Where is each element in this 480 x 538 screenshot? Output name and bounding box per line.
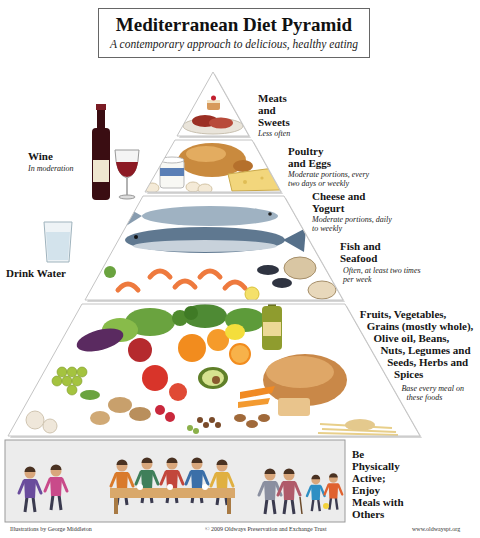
label-slot: In moderation <box>28 164 74 173</box>
text-slot: Meats and Sweets <box>258 92 302 128</box>
text-slot: Cheese and Yogurt <box>312 190 368 214</box>
serving-note: Base every meal on these foods <box>345 384 476 402</box>
label-slot: Wine <box>28 150 53 162</box>
text-slot: Fish and Seafood <box>340 240 386 264</box>
tier-shape <box>8 304 420 436</box>
text-slot: Poultry and Eggs <box>288 145 338 169</box>
tier-shape <box>177 72 249 136</box>
label-slot: www.oldwayspt.org <box>412 526 460 533</box>
title-box: Mediterranean Diet PyramidA contemporary… <box>98 8 370 58</box>
tier-heading: Fish and Seafood <box>340 240 386 264</box>
serving-note: Often, at least two times per week <box>343 266 425 284</box>
side-label: Wine <box>28 150 53 162</box>
pyramid-tier: Fish and SeafoodOften, at least two time… <box>83 194 478 302</box>
activity-band: Be Physically Active; Enjoy Meals with O… <box>3 438 478 528</box>
url-text: www.oldwayspt.org <box>412 526 460 533</box>
text-column: Fruits, Vegetables, Grains (mostly whole… <box>345 308 476 468</box>
band-shape <box>5 440 345 522</box>
side-note: In moderation <box>28 164 74 173</box>
pyramid-tier: Meats and SweetsLess often <box>168 70 313 144</box>
pyramid-tier: Poultry and EggsModerate portions, every… <box>140 138 478 238</box>
tier-heading: Meats and Sweets <box>258 92 302 128</box>
tier-heading: Poultry and Eggs <box>288 145 338 169</box>
tier-outline <box>83 194 478 302</box>
text-slot: Be Physically Active; Enjoy Meals with O… <box>352 448 409 520</box>
text-slot: Moderate portions, every two days or wee… <box>288 170 376 188</box>
band-text: Be Physically Active; Enjoy Meals with O… <box>352 448 409 520</box>
side-label: Drink Water <box>6 267 66 279</box>
serving-note: Moderate portions, every two days or wee… <box>288 170 376 188</box>
tier-outline <box>3 438 478 528</box>
text-slot: Less often <box>258 129 312 138</box>
serving-note: Moderate portions, daily to weekly <box>312 215 394 233</box>
tier-shape <box>85 196 343 300</box>
tier-heading: Fruits, Vegetables, Grains (mostly whole… <box>345 308 476 380</box>
label-slot: © 2009 Oldways Preservation and Exchange… <box>205 526 327 533</box>
label-slot: Drink Water <box>6 267 66 279</box>
copyright-text: © 2009 Oldways Preservation and Exchange… <box>205 526 327 533</box>
text-slot: Moderate portions, daily to weekly <box>312 215 394 233</box>
label-slot: Illustrations by George Middleton <box>10 526 92 533</box>
diagram-title: Mediterranean Diet Pyramid <box>103 13 365 37</box>
text-slot: Often, at least two times per week <box>343 266 425 284</box>
tier-shape <box>145 140 281 192</box>
credit-text: Illustrations by George Middleton <box>10 526 92 533</box>
tier-heading: Cheese and Yogurt <box>312 190 368 214</box>
subtitle: A contemporary approach to delicious, he… <box>103 37 365 52</box>
pyramid-tier: Fruits, Vegetables, Grains (mostly whole… <box>5 302 478 438</box>
serving-note: Less often <box>258 129 312 138</box>
